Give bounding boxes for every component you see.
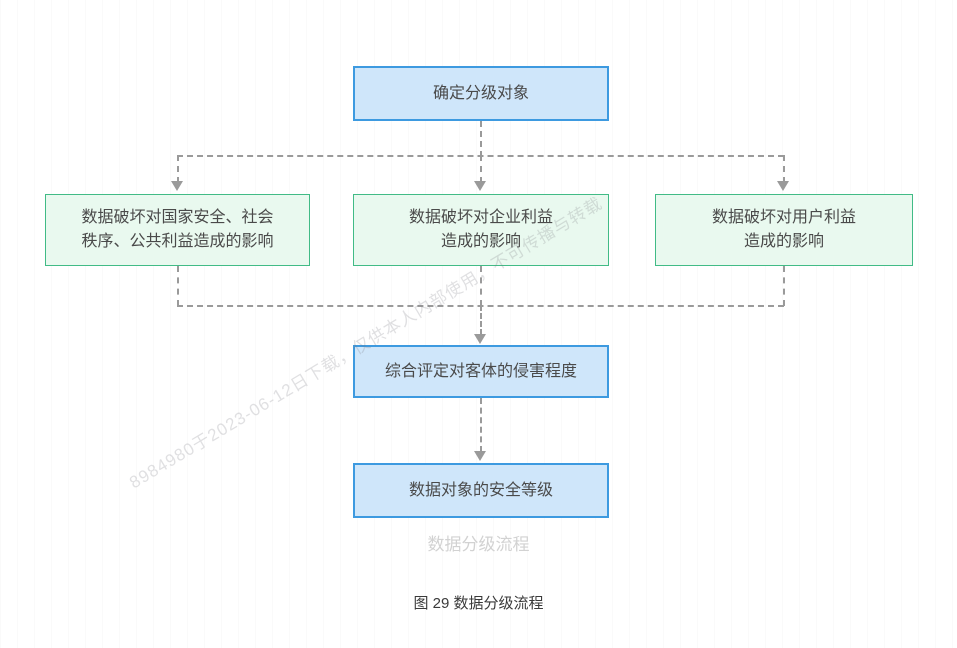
arrowhead-to-user-impact: [777, 181, 789, 191]
arrowhead-to-security-level: [474, 451, 486, 461]
node-top-label: 确定分级对象: [432, 84, 529, 102]
connector-drop-left: [177, 155, 179, 183]
connector-up-left: [177, 266, 179, 306]
connector-bottom-stem: [480, 305, 482, 335]
node-impact-enterprise-label: 数据破坏对企业利益 造成的影响: [408, 209, 553, 250]
node-data-object-security-level[interactable]: 数据对象的安全等级: [353, 463, 609, 518]
connector-final-stem: [480, 398, 482, 452]
watermark-text: 8984980于2023-06-12日下载，仅供本人内部使用，不可传播与转载: [126, 193, 606, 493]
node-impact-user-interest[interactable]: 数据破坏对用户利益 造成的影响: [655, 194, 913, 266]
node-impact-national-security[interactable]: 数据破坏对国家安全、社会 秩序、公共利益造成的影响: [45, 194, 310, 266]
node-impact-national-label: 数据破坏对国家安全、社会 秩序、公共利益造成的影响: [81, 209, 274, 250]
connector-up-mid: [480, 266, 482, 306]
arrowhead-to-enterprise-impact: [474, 181, 486, 191]
figure-caption: 图 29 数据分级流程: [413, 595, 544, 612]
connector-up-right: [783, 266, 785, 306]
connector-drop-right: [783, 155, 785, 183]
node-impact-user-label: 数据破坏对用户利益 造成的影响: [711, 209, 856, 250]
node-determine-classification-object[interactable]: 确定分级对象: [353, 66, 609, 121]
arrowhead-to-assessment: [474, 334, 486, 344]
node-level-label: 数据对象的安全等级: [408, 481, 553, 499]
node-assessment-label: 综合评定对客体的侵害程度: [384, 362, 577, 380]
node-comprehensive-assessment[interactable]: 综合评定对客体的侵害程度: [353, 345, 609, 398]
node-impact-enterprise-interest[interactable]: 数据破坏对企业利益 造成的影响: [353, 194, 609, 266]
arrowhead-to-national-impact: [171, 181, 183, 191]
connector-top-stem: [480, 121, 482, 157]
diagram-inline-title: 数据分级流程: [427, 535, 530, 554]
connector-drop-mid: [480, 155, 482, 183]
